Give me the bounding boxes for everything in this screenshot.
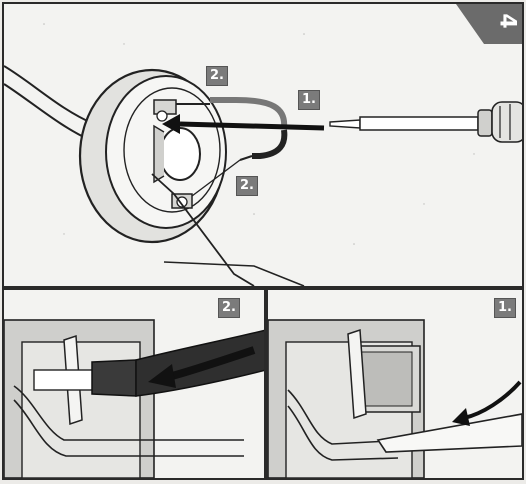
lamp-holder-illustration xyxy=(4,23,522,286)
holder-center-sleeve xyxy=(153,124,165,184)
arrow-icon xyxy=(452,380,522,426)
detail-panel-left: 2. xyxy=(2,288,266,480)
cable-insulation xyxy=(91,359,137,397)
main-illustration-panel: 4 2. 1. 2. xyxy=(2,2,524,288)
spring-clip xyxy=(347,328,367,420)
lever-release-detail xyxy=(268,319,522,478)
holder-inner-rim xyxy=(123,87,221,213)
release-lever xyxy=(151,173,255,286)
wire-lower-insulation xyxy=(252,129,288,159)
conductor-core xyxy=(33,369,95,391)
callout-tool: 1. xyxy=(298,90,320,110)
callout-detail-right: 1. xyxy=(494,298,516,318)
cable-body xyxy=(135,329,264,397)
cable-left-upper xyxy=(4,65,95,125)
detail-panel-right: 1. xyxy=(266,288,524,480)
terminal-screw-lower xyxy=(176,196,188,208)
wire-lower-core xyxy=(239,155,253,161)
spring-contact-upper xyxy=(287,389,409,445)
spring-contact-upper xyxy=(13,385,244,441)
insert-arrow-shaft xyxy=(179,121,325,131)
wire-lower-lead xyxy=(191,159,241,197)
wire-upper-insulation xyxy=(210,97,288,129)
callout-detail-left: 2. xyxy=(218,298,240,318)
release-lever-edge xyxy=(163,261,305,286)
callout-cable-upper: 2. xyxy=(206,66,228,86)
insert-arrow-head xyxy=(162,114,180,134)
holder-center-hole xyxy=(159,127,201,181)
cable-insertion-detail xyxy=(4,319,264,478)
screwdriver-tip xyxy=(376,413,522,453)
callout-cable-lower: 2. xyxy=(236,176,258,196)
spring-contact-lower xyxy=(287,405,399,461)
step-number: 4 xyxy=(494,13,520,29)
spring-contact-lower xyxy=(13,399,244,457)
terminal-screw-upper xyxy=(156,110,168,122)
cable-left-lower xyxy=(4,83,91,141)
conductor-sleeve-inner xyxy=(359,351,413,407)
screwdriver-icon xyxy=(329,101,522,143)
step-corner-badge: 4 xyxy=(456,4,522,44)
arrow-icon xyxy=(148,346,256,388)
step-corner-shape xyxy=(456,4,522,44)
